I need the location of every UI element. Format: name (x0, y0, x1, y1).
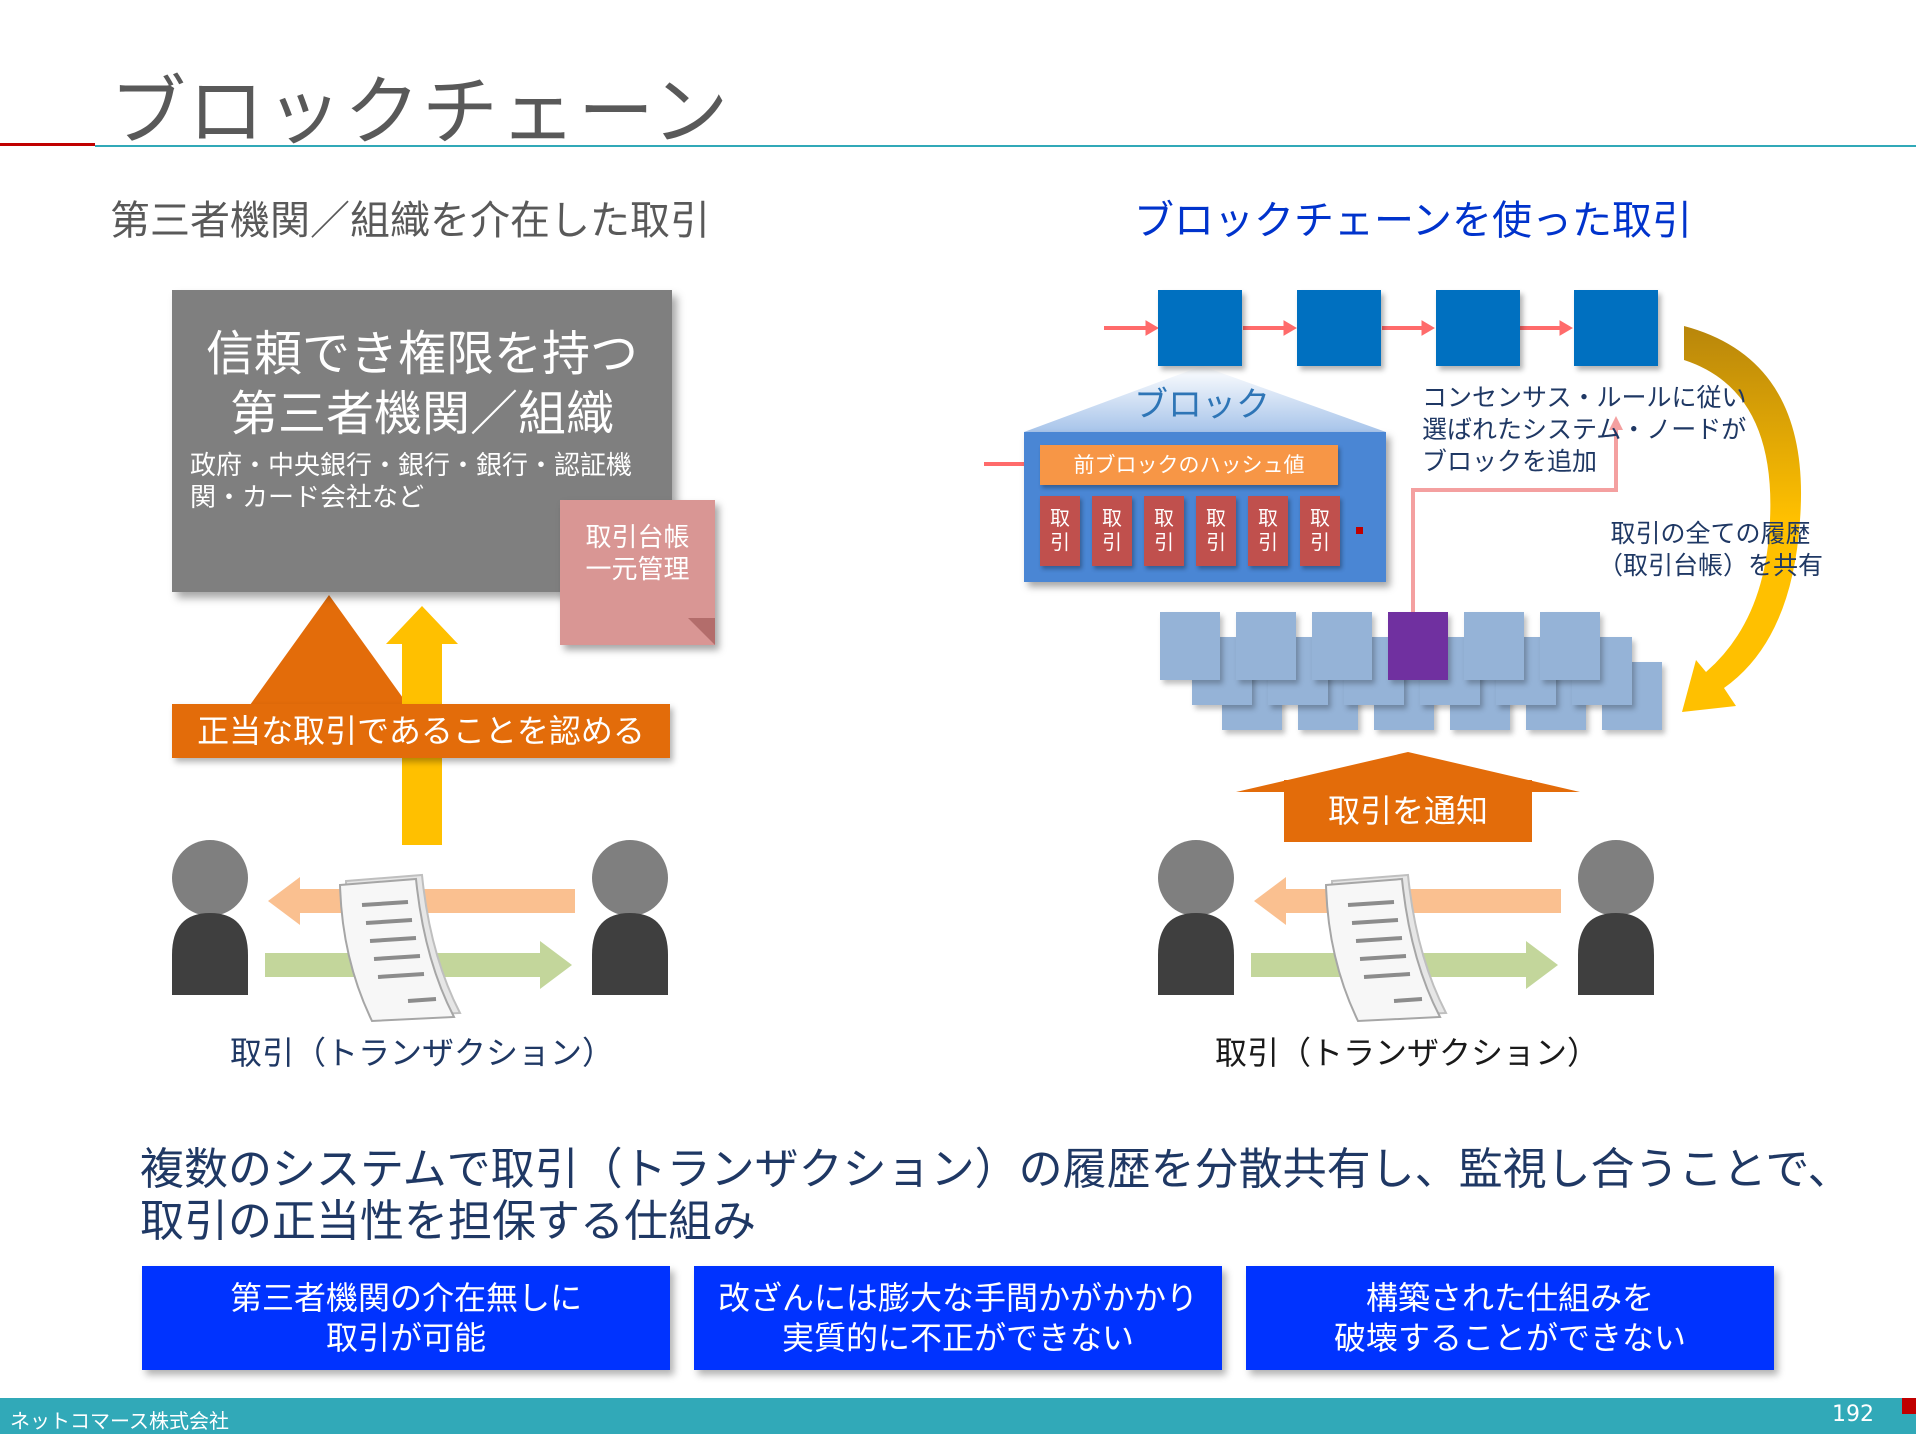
tx-cell: 取引 (1040, 496, 1080, 566)
node (1236, 612, 1296, 680)
authority-examples: 政府・中央銀行・銀行・銀行・認証機関・カード会社など (190, 451, 633, 513)
footer-accent (1902, 1398, 1916, 1414)
prev-hash-field: 前ブロックのハッシュ値 (1040, 445, 1338, 485)
right-heading: ブロックチェーンを使った取引 (1134, 198, 1692, 244)
left-heading: 第三者機関／組織を介在した取引 (110, 198, 710, 244)
left-transaction-scene (172, 840, 668, 1023)
authority-title-line2: 第三者機関／組織 (229, 386, 614, 442)
title-rule (95, 145, 1916, 147)
ledger-line2: 一元管理 (585, 555, 690, 585)
block-label: ブロック (1134, 385, 1270, 425)
chain-link-in-head (1145, 320, 1159, 336)
chain-block-4 (1574, 290, 1658, 366)
node (1160, 612, 1220, 680)
right-caption: 取引（トランザクション） (1215, 1034, 1600, 1072)
company-name: ネットコマース株式会社 (10, 1409, 229, 1433)
node (1464, 612, 1524, 680)
document-icon (338, 873, 462, 1023)
tx-cell: 取引 (1248, 496, 1288, 566)
chain-block-3 (1436, 290, 1520, 366)
consensus-connector (1411, 426, 1618, 612)
authority-triangle (250, 595, 408, 705)
person-right-icon (1578, 840, 1654, 995)
tx-more-marker (1356, 527, 1363, 534)
chain-block-1 (1158, 290, 1242, 366)
person-right-icon (592, 840, 668, 995)
benefit-box-1: 第三者機関の介在無しに取引が可能 (142, 1266, 670, 1370)
left-caption: 取引（トランザクション） (230, 1034, 615, 1072)
footer-bar (0, 1398, 1916, 1434)
authority-title-line1: 信頼でき権限を持つ (205, 326, 638, 382)
benefit-box-2: 改ざんには膨大な手間かがかかり実質的に不正ができない (694, 1266, 1222, 1370)
page-title: ブロックチェーン (110, 67, 731, 156)
node (1540, 612, 1600, 680)
summary-text: 複数のシステムで取引（トランザクション）の履歴を分散共有し、監視し合うことで、 … (140, 1144, 1852, 1247)
right-transaction-scene (1158, 840, 1654, 1023)
benefit-box-3: 構築された仕組みを破壊することができない (1246, 1266, 1774, 1370)
tx-cell: 取引 (1300, 496, 1340, 566)
chain-block-2 (1297, 290, 1381, 366)
authority-box: 信頼でき権限を持つ 第三者機関／組織 政府・中央銀行・銀行・銀行・認証機関・カー… (172, 290, 672, 592)
ledger-fold (688, 618, 715, 645)
block-roof (1024, 366, 1386, 432)
title-rule-accent (0, 143, 95, 146)
tx-cell: 取引 (1092, 496, 1132, 566)
node (1312, 612, 1372, 680)
node-active (1388, 612, 1448, 680)
authority-title: 信頼でき権限を持つ 第三者機関／組織 (172, 324, 672, 444)
share-note: 取引の全ての履歴 （取引台帳）を共有 (1598, 519, 1824, 580)
share-swoosh-arrow (1682, 326, 1802, 712)
approve-bar: 正当な取引であることを認める (172, 704, 670, 758)
ledger-line1: 取引台帳 (585, 523, 690, 553)
document-icon (1324, 873, 1448, 1023)
tx-cell: 取引 (1144, 496, 1184, 566)
page-number: 192 (1832, 1402, 1874, 1427)
notify-bar: 取引を通知 (1284, 780, 1532, 842)
person-left-icon (1158, 840, 1234, 995)
consensus-note: コンセンサス・ルールに従い 選ばれたシステム・ノードが ブロックを追加 (1422, 383, 1747, 476)
tx-cell: 取引 (1196, 496, 1236, 566)
person-left-icon (172, 840, 248, 995)
